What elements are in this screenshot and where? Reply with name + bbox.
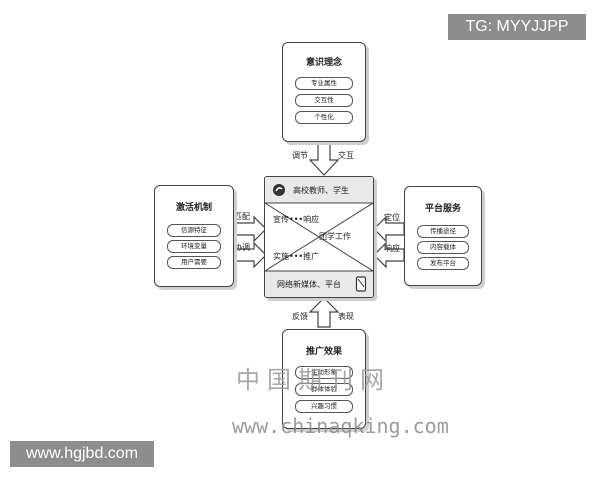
bottom-box-item: 兴趣习惯	[295, 400, 353, 413]
top-box-title: 意识理念	[305, 58, 342, 68]
watermark-url: www.chinaqking.com	[232, 414, 449, 438]
top-box-item: 交互性	[295, 94, 353, 107]
right-arrow-upper	[373, 215, 405, 243]
center-footer-band	[265, 271, 373, 297]
bottom-arrow	[308, 297, 340, 328]
bottom-arrow-right-label: 表现	[338, 312, 354, 321]
top-arrow-left-label: 调节	[292, 151, 308, 160]
top-box: 意识理念 专业属性 交互性 个性化	[282, 42, 366, 142]
left-box-item: 环境变量	[167, 240, 221, 253]
top-right-tag: TG: MYYJJPP	[448, 14, 586, 40]
top-box-item: 个性化	[295, 111, 353, 124]
bottom-left-tag: www.hgjbd.com	[10, 441, 154, 467]
bottom-box-item: 群体体验	[295, 383, 353, 396]
bottom-box-item: 生动形象	[295, 366, 353, 379]
center-lower-text: 实施•••推广	[273, 252, 320, 261]
mobile-device-icon	[355, 276, 367, 292]
right-arrow-bottom-label: 响应	[384, 244, 400, 253]
bottom-box: 推广效果 生动形象 群体体验 兴趣习惯	[282, 329, 366, 429]
top-box-item: 专业属性	[295, 77, 353, 90]
right-box-item: 内容载体	[417, 241, 469, 254]
left-box-title: 激活机制	[175, 203, 212, 213]
center-middle-text: 团学工作	[319, 232, 351, 241]
left-arrow-upper	[231, 215, 267, 243]
campus-logo-icon	[273, 184, 285, 196]
right-box: 平台服务 传播途径 内容载体 发布平台	[404, 186, 482, 286]
left-arrow-lower	[231, 241, 267, 269]
bottom-arrow-left-label: 反馈	[292, 312, 308, 321]
center-upper-text: 宣传•••响应	[273, 215, 320, 224]
center-diagonal-up	[265, 202, 373, 272]
bottom-box-title: 推广效果	[305, 347, 342, 357]
left-box-item: 信源特征	[167, 224, 221, 237]
center-footer-text: 网络新媒体、平台	[277, 280, 341, 289]
center-header-text: 高校教师、学生	[293, 186, 349, 195]
center-box: 高校教师、学生 宣传•••响应 团学工作 实施•••推广 网络新媒体、平台	[264, 176, 374, 298]
left-arrow-top-label: 匹配	[234, 212, 250, 221]
watermark-chinese: 中国期刊网	[236, 366, 391, 394]
right-box-item: 发布平台	[417, 257, 469, 270]
right-arrow-lower	[373, 241, 405, 269]
right-arrow-top-label: 定位	[384, 213, 400, 222]
right-box-title: 平台服务	[424, 204, 461, 214]
left-arrow-bottom-label: 协调	[234, 243, 250, 252]
left-box: 激活机制 信源特征 环境变量 用户需要	[154, 185, 234, 287]
top-arrow	[308, 141, 340, 176]
top-arrow-right-label: 交互	[338, 151, 354, 160]
right-box-item: 传播途径	[417, 225, 469, 238]
left-box-item: 用户需要	[167, 256, 221, 269]
